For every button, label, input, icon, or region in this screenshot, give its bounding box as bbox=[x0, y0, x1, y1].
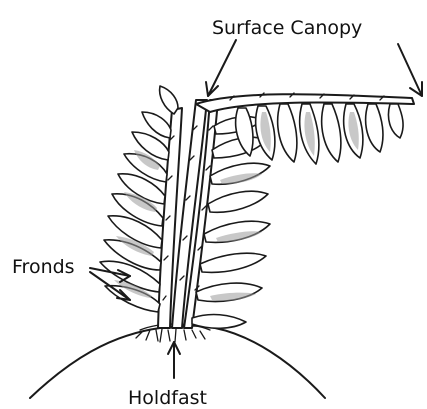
label-surface-canopy: Surface Canopy bbox=[212, 17, 362, 39]
label-fronds: Fronds bbox=[12, 256, 75, 278]
canopy-fronds bbox=[236, 104, 403, 164]
label-holdfast: Holdfast bbox=[128, 387, 207, 409]
canopy-arrow-left bbox=[208, 40, 236, 96]
